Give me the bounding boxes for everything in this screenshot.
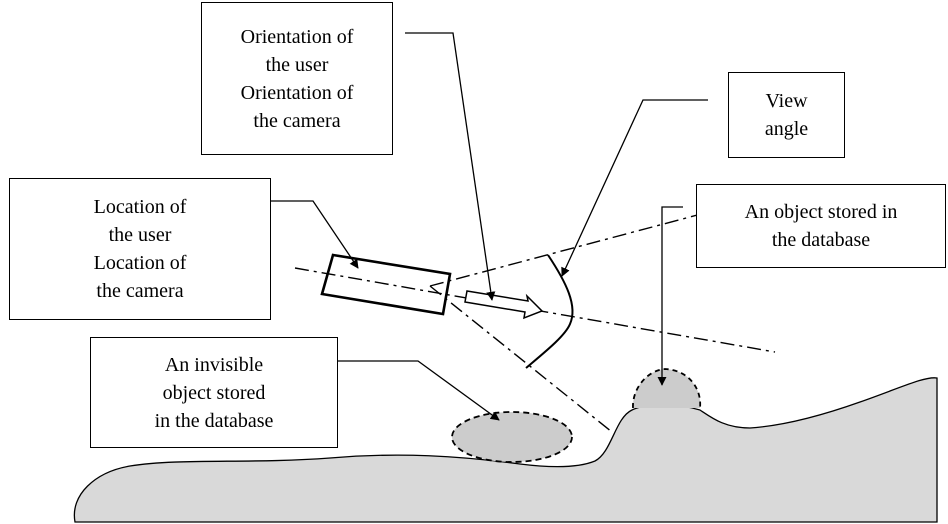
label-location: Location of the user Location of the cam… (9, 178, 271, 320)
label-invisible-object: An invisible object stored in the databa… (90, 337, 338, 448)
leader-view-angle (561, 99, 708, 277)
stored-object-outline (632, 368, 701, 409)
label-invisible-object-line-3: in the database (154, 409, 274, 432)
camera-body (320, 253, 452, 316)
label-stored-object-line-1: An object stored in (744, 201, 898, 223)
label-invisible-object-line-2: object stored (162, 381, 266, 404)
invisible-object-shape (451, 411, 573, 463)
label-orientation-line-1: Orientation of (240, 25, 354, 48)
label-location-line-2: the user (108, 224, 172, 246)
label-view-angle: View angle (728, 72, 845, 158)
label-view-angle-line-2: angle (764, 118, 809, 140)
orientation-arrow (464, 290, 544, 320)
leader-stored-object (657, 206, 683, 386)
label-orientation-line-4: the camera (253, 109, 341, 132)
label-invisible-object-line-1: An invisible (164, 353, 264, 376)
label-orientation-line-2: the user (265, 53, 329, 76)
label-location-line-1: Location of (93, 196, 187, 218)
label-orientation-line-3: Orientation of (240, 81, 354, 104)
leader-lines (271, 32, 708, 421)
ground-terrain (73, 377, 938, 523)
stored-object-shape (632, 369, 701, 408)
label-stored-object: An object stored in the database (696, 184, 946, 268)
view-angle-arc (525, 254, 574, 369)
label-stored-object-line-2: the database (771, 229, 871, 251)
leader-orientation (405, 32, 496, 301)
leader-invisible-object (338, 360, 500, 421)
label-orientation: Orientation of the user Orientation of t… (201, 2, 393, 155)
label-location-line-4: the camera (96, 280, 184, 302)
leader-location (271, 200, 359, 269)
label-location-line-3: Location of (93, 252, 187, 274)
label-view-angle-line-1: View (765, 90, 808, 112)
